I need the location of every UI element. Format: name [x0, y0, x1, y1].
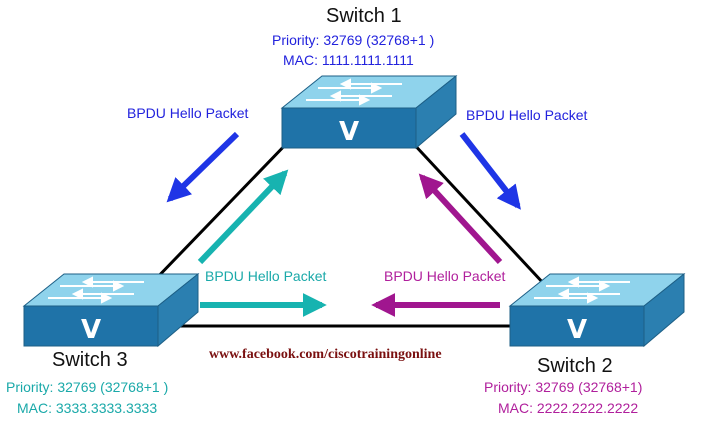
switch2-priority: Priority: 32769 (32768+1) — [484, 379, 643, 395]
switch2-title: Switch 2 — [537, 355, 613, 377]
bpdu-label-top-left: BPDU Hello Packet — [127, 105, 249, 121]
facebook-watermark: www.facebook.com/ciscotrainingonline — [209, 347, 442, 362]
link-switch1-switch2 — [408, 138, 547, 287]
arrow-switch3-to-switch1 — [197, 169, 289, 265]
arrow-switch1-to-switch3 — [166, 131, 240, 203]
switch1-icon: V — [280, 74, 458, 150]
switch1-priority: Priority: 32769 (32768+1 ) — [272, 32, 435, 48]
bpdu-label-bottom-left: BPDU Hello Packet — [205, 268, 327, 284]
bpdu-arrows — [166, 131, 521, 317]
switch1-glyph: V — [339, 117, 359, 147]
switch3-glyph: V — [81, 315, 101, 345]
switch1-mac: MAC: 1111.1111.1111 — [283, 52, 414, 68]
arrow-switch2-to-switch1 — [418, 173, 503, 265]
switch2-icon: V — [508, 272, 686, 348]
switch2-glyph: V — [567, 315, 587, 345]
arrow-switch1-to-switch2 — [459, 132, 521, 210]
switch3-mac: MAC: 3333.3333.3333 — [17, 400, 158, 416]
switch1-title: Switch 1 — [326, 5, 402, 27]
link-switch1-switch3 — [148, 138, 292, 287]
bpdu-label-bottom-right: BPDU Hello Packet — [384, 268, 506, 284]
bpdu-label-top-right: BPDU Hello Packet — [466, 107, 588, 123]
switch2-mac: MAC: 2222.2222.2222 — [498, 400, 639, 416]
links — [148, 138, 547, 328]
switch3-title: Switch 3 — [52, 349, 128, 371]
switch3-icon: V — [22, 272, 200, 348]
switch3-priority: Priority: 32769 (32768+1 ) — [6, 379, 169, 395]
